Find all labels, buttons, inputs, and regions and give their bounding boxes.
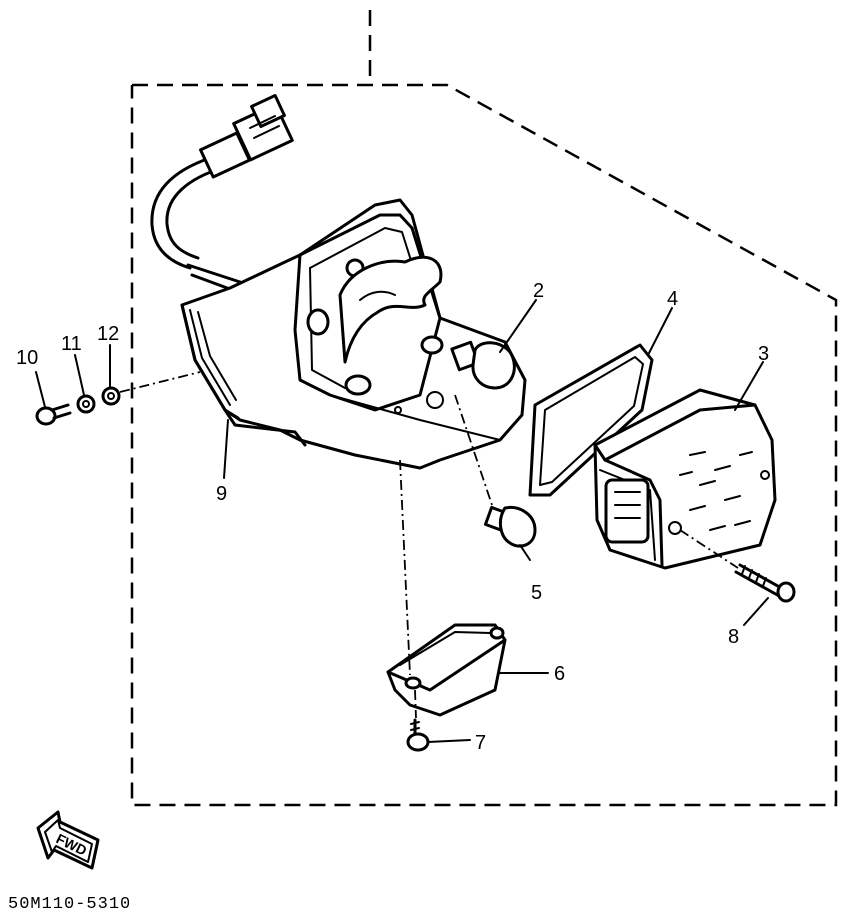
tail-lamp-housing — [180, 198, 527, 470]
bulb-part-5 — [483, 505, 537, 548]
drawing-code: 50M110-5310 — [8, 895, 131, 914]
part-number-12: 12 — [97, 323, 119, 345]
part-number-8: 8 — [728, 626, 739, 648]
part-number-6: 6 — [554, 663, 565, 685]
part-number-2: 2 — [533, 280, 544, 302]
tail-lamp-lens-part-3 — [593, 388, 777, 570]
part-number-9: 9 — [216, 483, 227, 505]
fastener-parts-10-11-12 — [35, 371, 201, 426]
wire-harness-connector — [150, 94, 294, 294]
part-number-5: 5 — [531, 582, 542, 604]
part-number-4: 4 — [667, 288, 678, 310]
part-numbers: 2 3 4 5 6 7 8 9 10 11 12 — [16, 280, 769, 754]
part-number-7: 7 — [475, 732, 486, 754]
assembly-boundary — [130, 10, 838, 807]
callout-leaders — [35, 299, 769, 743]
part-number-10: 10 — [16, 347, 38, 369]
lens-screw-part-8 — [679, 529, 796, 603]
part-number-3: 3 — [758, 343, 769, 365]
bulb-part-2 — [450, 340, 516, 390]
license-lamp-screw-part-7 — [406, 718, 430, 752]
part-number-11: 11 — [61, 333, 82, 355]
lens-gasket-part-4 — [528, 343, 654, 497]
forward-direction-arrow-icon: FWD — [36, 810, 100, 870]
assembly-centerlines — [399, 394, 493, 719]
license-lamp-part-6 — [386, 623, 507, 717]
